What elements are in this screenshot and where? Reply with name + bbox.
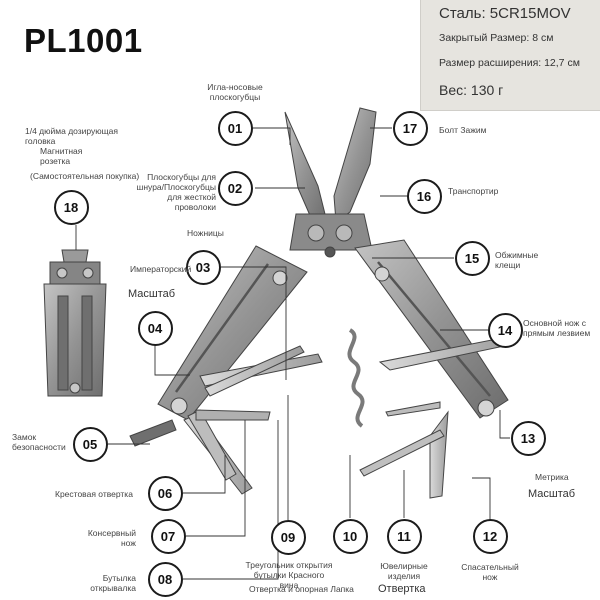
label-09-extra: Отвертка и опорная Лапка <box>249 584 354 594</box>
label-16: Транспортир <box>448 186 499 196</box>
callout-01: 01 <box>217 110 253 146</box>
label-18-extra2: (Самостоятельная покупка) <box>30 171 140 181</box>
callout-08: 08 <box>147 561 183 597</box>
callout-12: 12 <box>472 518 508 554</box>
label-11-extra: Отвертка <box>378 583 426 595</box>
label-13-extra: Масштаб <box>528 488 576 500</box>
callout-09: 09 <box>270 519 306 555</box>
multitool-closed-illustration <box>43 249 107 397</box>
label-11: Ювелирные изделия <box>380 561 428 581</box>
leader-lines <box>75 127 510 580</box>
label-07: Консервный нож <box>87 528 136 548</box>
callout-17: 17 <box>392 110 428 146</box>
multitool-open <box>129 107 515 499</box>
spec-steel: Сталь: 5CR15MOV <box>439 5 571 22</box>
spec-expanded-size: Размер расширения: 12,7 см <box>439 57 580 69</box>
callout-16: 16 <box>406 178 442 214</box>
label-15: Обжимные клещи <box>495 250 539 270</box>
label-14: Основной нож с прямым лезвием <box>523 318 591 338</box>
callout-06: 06 <box>147 475 183 511</box>
specifications-panel: Сталь: 5CR15MOV Закрытый Размер: 8 см Ра… <box>420 0 600 111</box>
label-09: Треугольник открытия бутылки Красного ви… <box>245 560 333 590</box>
product-title: PL1001 <box>24 22 143 59</box>
callout-13: 13 <box>510 420 546 456</box>
callout-15: 15 <box>454 240 490 276</box>
label-13: Метрика <box>535 472 569 482</box>
label-12: Спасательный нож <box>461 562 519 582</box>
label-02: Плоскогубцы для шнура/Плоскогубцы для же… <box>136 172 216 212</box>
callout-10: 10 <box>332 518 368 554</box>
callout-18: 18 <box>53 189 89 225</box>
callout-02: 02 <box>217 170 253 206</box>
label-08: Бутылка открывалка <box>90 573 136 593</box>
label-03-extra2: Масштаб <box>128 288 176 300</box>
label-18: 1/4 дюйма дозирующая головка <box>25 126 119 146</box>
label-17: Болт Зажим <box>439 125 487 135</box>
label-01: Игла-носовые плоскогубцы <box>207 82 263 102</box>
label-06: Крестовая отвертка <box>55 489 133 499</box>
spec-closed-size: Закрытый Размер: 8 см <box>439 32 554 44</box>
label-18-extra: Магнитная розетка <box>40 146 83 166</box>
callout-05: 05 <box>72 426 108 462</box>
callout-11: 11 <box>386 518 422 554</box>
label-03: Ножницы <box>187 228 224 238</box>
label-05: Замок безопасности <box>12 432 66 452</box>
label-03-extra: Императорский <box>130 264 192 274</box>
callout-04: 04 <box>137 310 173 346</box>
callout-03: 03 <box>185 249 221 285</box>
callout-07: 07 <box>150 518 186 554</box>
callout-14: 14 <box>487 312 523 348</box>
spec-weight: Вес: 130 г <box>439 82 504 98</box>
